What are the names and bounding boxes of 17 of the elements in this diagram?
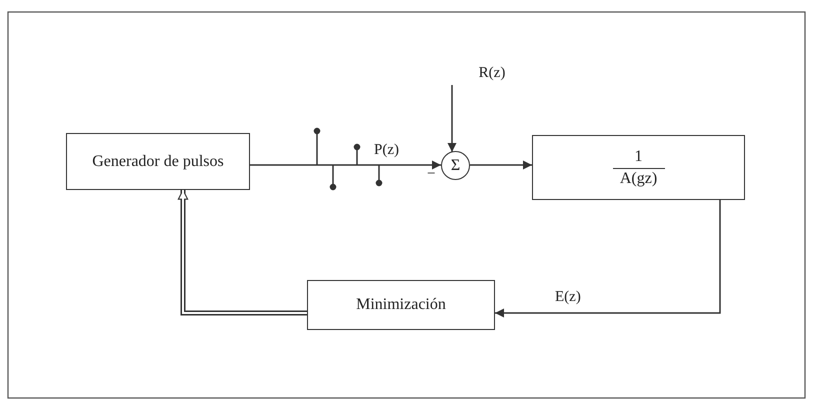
box-label: Generador de pulsos bbox=[92, 152, 224, 172]
numerator: 1 bbox=[612, 147, 664, 168]
arrow bbox=[250, 160, 441, 170]
arrow bbox=[448, 85, 456, 152]
arrow bbox=[495, 200, 721, 318]
summing-junction: Σ bbox=[441, 151, 470, 180]
sign-label: − bbox=[426, 166, 436, 183]
denominator: A(gz) bbox=[620, 168, 658, 188]
arrow bbox=[178, 189, 307, 316]
box-label: Minimización bbox=[356, 295, 446, 315]
edge-label: E(z) bbox=[553, 289, 583, 306]
transfer-function-box bbox=[532, 135, 745, 200]
process-box bbox=[307, 280, 495, 330]
edge-label: P(z) bbox=[372, 142, 401, 159]
input-label: R(z) bbox=[472, 62, 512, 84]
arrow bbox=[470, 160, 532, 170]
process-box bbox=[66, 133, 250, 190]
